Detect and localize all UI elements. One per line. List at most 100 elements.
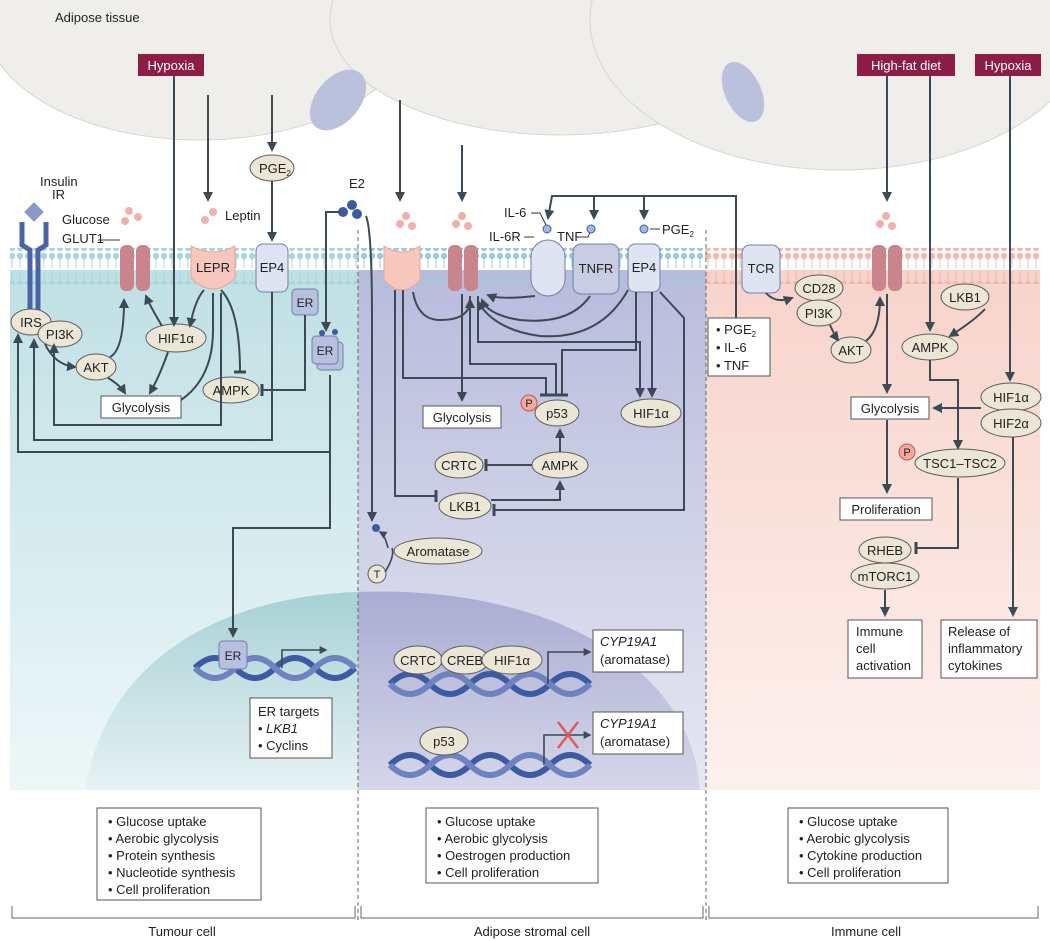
svg-text:Hypoxia: Hypoxia: [985, 58, 1033, 73]
glut-transporter-immune: [872, 245, 902, 291]
svg-text:LEPR: LEPR: [196, 260, 230, 275]
svg-text:Release of: Release of: [948, 624, 1011, 639]
svg-text:HIF1α: HIF1α: [494, 653, 530, 668]
summary-box-tumour: • Glucose uptake • Aerobic glycolysis • …: [96, 807, 262, 901]
ampk-node-immune: AMPK: [901, 333, 959, 361]
svg-text:(aromatase): (aromatase): [600, 734, 670, 749]
svg-text:PI3K: PI3K: [46, 327, 75, 342]
svg-text:CD28: CD28: [802, 281, 835, 296]
svg-text:• Aerobic glycolysis: • Aerobic glycolysis: [437, 831, 548, 846]
tnf-label: TNF: [557, 229, 582, 244]
svg-text:• Cyclins: • Cyclins: [258, 738, 309, 753]
rheb-node: RHEB: [858, 536, 912, 564]
svg-text:Proliferation: Proliferation: [851, 502, 920, 517]
svg-text:ER: ER: [297, 296, 314, 310]
tsc-node: P TSC1–TSC2: [898, 443, 1006, 478]
svg-text:Immune: Immune: [856, 624, 903, 639]
high-fat-diet-badge: High-fat diet: [857, 54, 955, 76]
ep4-receptor-stromal: EP4: [627, 243, 661, 293]
svg-text:activation: activation: [856, 658, 911, 673]
svg-text:HIF2α: HIF2α: [993, 416, 1029, 431]
svg-text:ER: ER: [317, 344, 334, 358]
glut1-label: GLUT1: [62, 231, 104, 246]
svg-text:cell: cell: [856, 641, 876, 656]
insulin-label: Insulin: [40, 174, 78, 189]
svg-text:• Nucleotide synthesis: • Nucleotide synthesis: [108, 865, 236, 880]
svg-text:P: P: [525, 398, 532, 410]
glycolysis-box-stromal: Glycolysis: [422, 405, 502, 429]
svg-text:p53: p53: [433, 734, 455, 749]
svg-text:• IL-6: • IL-6: [716, 340, 747, 355]
glut-transporter-stromal: [448, 245, 478, 291]
svg-text:(aromatase): (aromatase): [600, 652, 670, 667]
svg-text:AKT: AKT: [838, 343, 863, 358]
hif1a-dna-node: HIF1α: [481, 645, 543, 675]
svg-text:mTORC1: mTORC1: [858, 569, 913, 584]
mtorc1-node: mTORC1: [850, 562, 920, 590]
svg-text:LKB1: LKB1: [449, 499, 481, 514]
aromatase-node: Aromatase: [393, 537, 483, 565]
svg-text:Hypoxia: Hypoxia: [148, 58, 196, 73]
hif-node-immune: HIF1α HIF2α: [980, 382, 1042, 438]
ir-label: IR: [52, 187, 65, 202]
svg-text:• Cell proliferation: • Cell proliferation: [108, 882, 210, 897]
pi3k-node-tumour: PI3K: [37, 320, 83, 348]
svg-text:• Oestrogen production: • Oestrogen production: [437, 848, 570, 863]
svg-text:• Glucose uptake: • Glucose uptake: [799, 814, 898, 829]
svg-text:HIF1α: HIF1α: [993, 390, 1029, 405]
il6-label: IL-6: [504, 205, 526, 220]
cyp19a1-box-2: CYP19A1 (aromatase): [592, 711, 684, 755]
ampk-node-tumour: AMPK: [202, 376, 260, 404]
tumour-cell: Insulin IR Glucose GLUT1 Leptin LEPR PGE…: [10, 76, 377, 939]
er-membrane: ER: [291, 288, 319, 316]
crtc-dna-node: CRTC: [393, 645, 443, 675]
dna-helix-stromal-2: [387, 752, 593, 778]
svg-text:CRTC: CRTC: [400, 653, 436, 668]
svg-text:E2: E2: [349, 176, 365, 191]
svg-text:PGE2: PGE2: [259, 161, 291, 178]
svg-text:• PGE2: • PGE2: [716, 322, 757, 339]
cyp19a1-box-1: CYP19A1 (aromatase): [592, 629, 684, 673]
svg-text:AMPK: AMPK: [542, 458, 579, 473]
akt-node-tumour: AKT: [75, 353, 117, 381]
svg-text:PI3K: PI3K: [805, 306, 834, 321]
svg-text:Aromatase: Aromatase: [407, 544, 470, 559]
svg-text:• Cell proliferation: • Cell proliferation: [437, 865, 539, 880]
il6r-receptor: [530, 239, 566, 297]
immune-activation-box: Immune cell activation: [847, 619, 923, 679]
tnfr-receptor: TNFR: [572, 243, 620, 295]
svg-text:TSC1–TSC2: TSC1–TSC2: [923, 456, 997, 471]
immune-cell: TCR CD28 PI3K AKT LKB1 AMPK: [708, 76, 1042, 939]
ampk-node-stromal: AMPK: [531, 451, 589, 479]
svg-text:Glycolysis: Glycolysis: [861, 401, 920, 416]
lkb1-node-immune: LKB1: [940, 283, 990, 311]
glut1-transporter-icon: [120, 245, 150, 291]
svg-text:AKT: AKT: [83, 360, 108, 375]
svg-text:TNFR: TNFR: [579, 261, 614, 276]
e2-molecules: E2: [338, 176, 365, 219]
adipocytes: [0, 0, 1050, 171]
creb-dna-node: CREB: [440, 645, 490, 675]
svg-text:HIF1α: HIF1α: [633, 406, 669, 421]
p53-node-stromal: P p53: [520, 394, 580, 427]
glycolysis-box-immune: Glycolysis: [850, 396, 930, 420]
secreted-box: • PGE2 • IL-6 • TNF: [707, 317, 771, 377]
summary-box-stromal: • Glucose uptake • Aerobic glycolysis • …: [425, 807, 599, 884]
er-dna-bound: ER: [218, 640, 248, 670]
e2-product: [372, 524, 380, 532]
receptor-stromal-1: [383, 245, 421, 291]
svg-text:CRTC: CRTC: [441, 458, 477, 473]
svg-text:• Glucose uptake: • Glucose uptake: [108, 814, 207, 829]
pi3k-node-immune: PI3K: [796, 299, 842, 327]
svg-text:ER targets: ER targets: [258, 704, 320, 719]
hif1a-node-stromal: HIF1α: [620, 398, 682, 428]
svg-text:• Glucose uptake: • Glucose uptake: [437, 814, 536, 829]
svg-text:High-fat diet: High-fat diet: [871, 58, 941, 73]
testosterone-node: T: [367, 564, 387, 584]
svg-text:IRS: IRS: [20, 315, 42, 330]
svg-text:• Cytokine production: • Cytokine production: [799, 848, 922, 863]
svg-text:P: P: [903, 447, 910, 459]
svg-text:RHEB: RHEB: [867, 543, 903, 558]
tumour-membrane: [10, 248, 358, 284]
